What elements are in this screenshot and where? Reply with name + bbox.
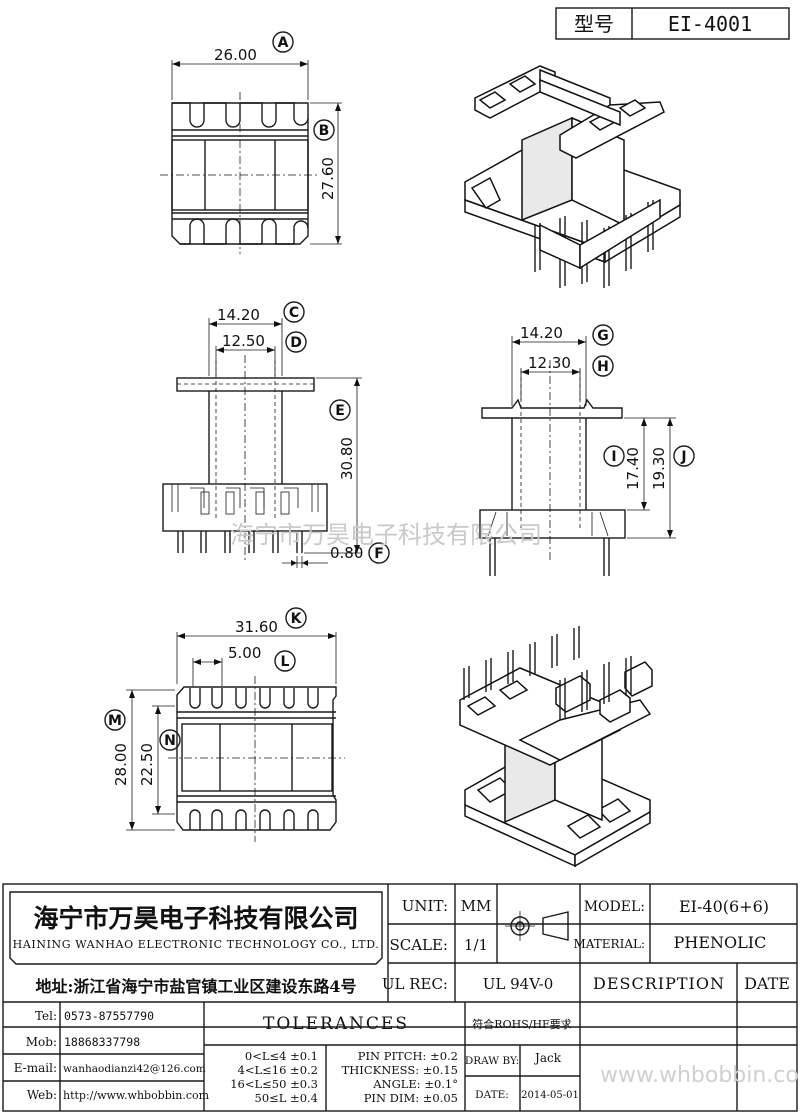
company-name-cn: 海宁市万昊电子科技有限公司 [33, 904, 358, 933]
dim-c-value: 14.20 [217, 306, 260, 324]
isometric-view-top [464, 65, 681, 288]
callout-k: K [285, 607, 307, 629]
callout-j: J [673, 445, 695, 467]
svg-text:F: F [374, 546, 384, 562]
svg-text:M: M [108, 713, 122, 729]
tolerances-header: TOLERANCES [263, 1014, 409, 1034]
dimension-labels: 26.00 27.60 14.20 12.50 30.80 0.80 14.20… [112, 46, 668, 786]
callout-a: A [272, 31, 294, 53]
callout-g: G [592, 324, 614, 346]
contact-web-label: Web: [27, 1088, 57, 1102]
contact-tel-value: 0573-87557790 [64, 1009, 154, 1023]
svg-text:E: E [335, 403, 345, 419]
model-value: EI-40(6+6) [679, 897, 769, 916]
dim-h-value: 12.30 [528, 354, 571, 372]
company-address: 地址:浙江省海宁市盐官镇工业区建设东路4号 [35, 977, 356, 996]
svg-text:G: G [597, 328, 609, 344]
draw-by-label: DRAW BY: [465, 1055, 519, 1067]
company-name-en: HAINING WANHAO ELECTRONIC TECHNOLOGY CO.… [13, 938, 380, 951]
dim-b-value: 27.60 [319, 157, 337, 200]
header-model-label: 型号 [574, 12, 614, 36]
title-block: 海宁市万昊电子科技有限公司 HAINING WANHAO ELECTRONIC … [2, 883, 800, 1112]
svg-text:K: K [291, 611, 303, 627]
svg-text:N: N [164, 733, 176, 749]
tol-row-4: 50≤L ±0.4 [255, 1091, 319, 1105]
callout-c: C [283, 301, 305, 323]
dim-l-value: 5.00 [228, 644, 261, 662]
dim-m-value: 28.00 [112, 743, 130, 786]
unit-value: MM [461, 897, 492, 915]
dim-d-value: 12.50 [222, 332, 265, 350]
tol-row-3: 16<L≤50 ±0.3 [230, 1077, 318, 1091]
contact-mob-value: 18868337798 [64, 1035, 140, 1049]
tol-row-2: 4<L≤16 ±0.2 [238, 1063, 318, 1077]
isometric-view-bottom [459, 626, 653, 868]
svg-text:I: I [611, 449, 616, 465]
dim-j-value: 19.30 [650, 447, 668, 490]
date-header: DATE [744, 974, 790, 993]
top-view [160, 60, 342, 254]
dim-k-value: 31.60 [235, 618, 278, 636]
rohs-note: 符合ROHS/HF要求 [472, 1017, 571, 1031]
contact-tel-label: Tel: [35, 1009, 57, 1023]
draw-by-value: Jack [533, 1051, 562, 1065]
dim-g-value: 14.20 [520, 324, 563, 342]
projection-symbol-icon [505, 911, 569, 941]
contact-web-value: http://www.whbobbin.com [63, 1089, 210, 1102]
pin-row-3: ANGLE: ±0.1° [372, 1077, 458, 1091]
watermark-site: www.whbobbin.com [600, 1063, 800, 1088]
material-label: MATERIAL: [573, 937, 645, 951]
callout-f: F [368, 542, 390, 564]
date-value: 2014-05-01 [521, 1090, 579, 1101]
side-view [479, 336, 676, 576]
svg-text:H: H [597, 359, 609, 375]
svg-text:B: B [319, 123, 330, 139]
callout-h: H [592, 355, 614, 377]
dim-i-value: 17.40 [624, 447, 642, 490]
svg-text:D: D [290, 335, 302, 351]
callout-b: B [313, 119, 335, 141]
callout-d: D [285, 331, 307, 353]
material-value: PHENOLIC [674, 933, 767, 952]
dim-n-value: 22.50 [138, 743, 156, 786]
model-label: MODEL: [584, 899, 645, 915]
description-header: DESCRIPTION [593, 974, 725, 993]
front-view [162, 318, 362, 568]
scale-label: SCALE: [389, 936, 448, 954]
pin-row-1: PIN PITCH: ±0.2 [358, 1049, 458, 1063]
watermark-company: 海宁市万昊电子科技有限公司 [230, 521, 542, 549]
dim-e-value: 30.80 [338, 437, 356, 480]
callout-m: M [104, 709, 126, 731]
pin-row-2: THICKNESS: ±0.15 [342, 1063, 458, 1077]
svg-text:J: J [680, 449, 686, 465]
svg-text:A: A [278, 35, 289, 51]
callout-labels: A B C D E F G H I J K L M N [104, 31, 695, 751]
svg-text:C: C [289, 305, 299, 321]
callout-e: E [329, 399, 351, 421]
dim-a-value: 26.00 [214, 46, 257, 64]
callout-l: L [274, 650, 296, 672]
tol-row-1: 0<L≤4 ±0.1 [245, 1049, 318, 1063]
pin-row-4: PIN DIM: ±0.05 [364, 1091, 458, 1105]
scale-value: 1/1 [464, 936, 488, 954]
date-label: DATE: [475, 1089, 509, 1101]
contact-mob-label: Mob: [26, 1035, 57, 1049]
callout-n: N [159, 729, 181, 751]
contact-email-label: E-mail: [14, 1061, 57, 1075]
unit-label: UNIT: [402, 897, 448, 915]
ul-rec-value: UL 94V-0 [483, 975, 554, 993]
header-model-box: 型号 EI-4001 [555, 7, 790, 40]
ul-rec-label: UL REC: [382, 975, 448, 993]
header-model-value: EI-4001 [668, 12, 752, 36]
contact-email-value: wanhaodianzi42@126.com [63, 1063, 206, 1075]
callout-i: I [603, 445, 625, 467]
dim-f-value: 0.80 [330, 544, 363, 562]
svg-text:L: L [281, 654, 290, 670]
bottom-view [126, 632, 345, 842]
